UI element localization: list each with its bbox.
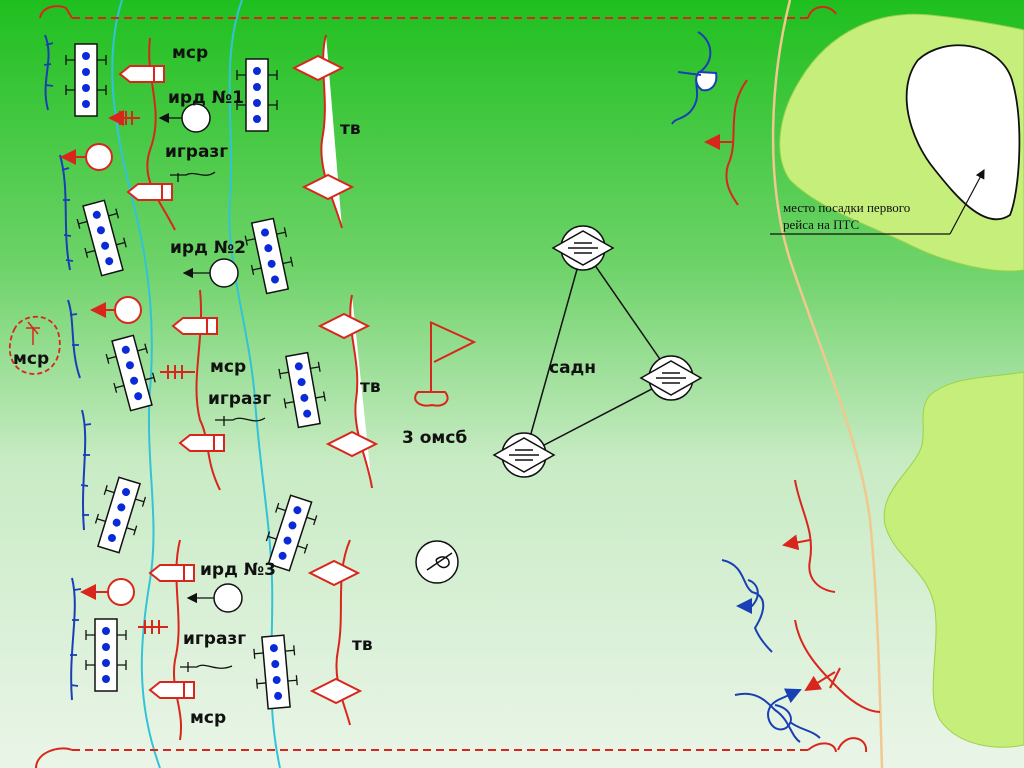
label-landing-line1: место посадки первого — [783, 200, 910, 215]
river-left — [111, 0, 161, 768]
right-side-lines — [671, 31, 881, 743]
vehicle-4 — [179, 434, 225, 452]
label-msr-left: мср — [13, 349, 49, 369]
label-igrazg2: игразг — [208, 389, 271, 409]
label-tv3: тв — [352, 635, 373, 655]
msr-reserve-circle — [8, 315, 61, 375]
recon-arrows — [60, 149, 115, 600]
label-tv2: тв — [360, 377, 381, 397]
label-ird2: ирд №2 — [170, 238, 246, 258]
label-igrazg3: игразг — [183, 629, 246, 649]
artillery-battalion-triangle — [524, 247, 674, 456]
landing-pointer — [770, 168, 985, 235]
ird-arrows — [158, 112, 214, 604]
lake — [905, 44, 1021, 221]
label-msr-bottom: мср — [190, 708, 226, 728]
label-ird3: ирд №3 — [200, 560, 276, 580]
label-omsb: 3 омсб — [402, 428, 467, 448]
recon-patrols — [85, 143, 142, 606]
label-ird1: ирд №1 — [168, 88, 244, 108]
command-flag-icon — [414, 321, 477, 407]
label-sadn: садн — [549, 358, 596, 378]
vehicle-2 — [127, 183, 173, 201]
ird-posts — [181, 103, 243, 613]
vehicle-5 — [149, 564, 195, 582]
sector-boundary — [35, 5, 868, 768]
igrazg-squiggles — [170, 171, 266, 672]
enemy-frontline-ticks — [43, 42, 92, 687]
mortar-icon — [415, 540, 459, 584]
label-landing-line2: рейса на ПТС — [783, 217, 859, 232]
vehicle-3 — [172, 317, 218, 335]
barrier-marks — [108, 110, 195, 634]
vehicle-1 — [119, 65, 165, 83]
label-tv1: тв — [340, 119, 361, 139]
label-igrazg1: игразг — [165, 142, 228, 162]
vehicle-6 — [149, 681, 195, 699]
road — [771, 0, 884, 768]
label-msr-mid: мср — [210, 357, 246, 377]
river-right — [228, 0, 281, 768]
enemy-frontline — [44, 34, 87, 701]
label-msr-top: мср — [172, 43, 208, 63]
